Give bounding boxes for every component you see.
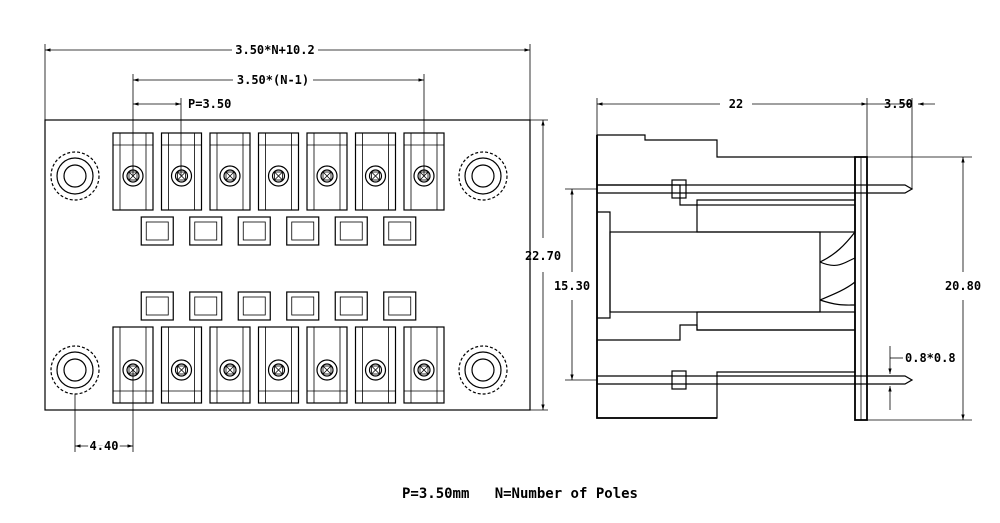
window-top-1 [140,216,174,246]
dim-overall-width: 3.50*N+10.2 [44,43,531,120]
window-bottom-1 [140,291,174,321]
front-windows [140,216,417,321]
dim-height: 22.70 [525,119,561,411]
window-bottom-5 [334,291,368,321]
window-bottom-6 [383,291,417,321]
front-poles [112,132,445,404]
cavity-upper [696,204,856,233]
pole-top-5 [306,132,348,211]
pin-lower [596,375,914,385]
spring-clamp [819,231,856,306]
pole-top-2 [160,132,203,211]
dim-overall-height: 20.80 [867,156,981,421]
dim-span: 3.50*(N-1) [132,73,425,176]
pole-bottom-7 [403,326,445,404]
dim-length: 22 [596,97,868,157]
window-bottom-3 [237,291,271,321]
dim-label-side-pitch: 3.50 [884,97,913,111]
window-bottom-2 [189,291,223,321]
housing-left-wall [596,211,611,319]
dim-pitch: P=3.50 [133,97,231,176]
caption: P=3.50mm N=Number of Poles [402,486,638,502]
dim-label-length: 22 [729,97,743,111]
dim-label-height: 22.70 [525,249,561,263]
dim-flange-offset: 4.40 [74,370,134,455]
dim-label-overall-width: 3.50*N+10.2 [235,43,314,57]
dim-label-pin-section: 0.8*0.8 [905,351,956,365]
pole-bottom-5 [306,326,348,404]
pole-bottom-4 [257,326,300,404]
pole-top-3 [209,132,251,211]
dim-label-overall-height: 20.80 [945,279,981,293]
housing-outline [596,135,717,419]
dim-side-pitch: 3.50 [867,97,935,189]
front-body-outline [44,119,531,411]
dim-label-flange-offset: 4.40 [90,439,119,453]
dim-pin-spacing: 15.30 [554,188,597,381]
pin-upper [596,184,914,194]
side-view: 22 3.50 15.30 20.80 [554,97,981,421]
dim-pin-section: 0.8*0.8 [888,346,956,410]
mounting-flange-bottom-right [458,345,508,395]
mounting-flange-top-right [458,151,508,201]
pole-bottom-6 [354,326,397,404]
mounting-flange-bottom-left [50,345,100,395]
front-view: 3.50*N+10.2 3.50*(N-1) P=3.50 22.70 [44,43,561,455]
dim-label-pin-spacing: 15.30 [554,279,590,293]
window-top-6 [383,216,417,246]
pole-top-4 [257,132,300,211]
pole-bottom-3 [209,326,251,404]
window-top-5 [334,216,368,246]
mounting-flange-top-left [50,151,100,201]
window-top-2 [189,216,223,246]
window-bottom-4 [286,291,320,321]
dim-label-pitch: P=3.50 [188,97,231,111]
housing-bottom-section [596,324,856,419]
window-top-3 [237,216,271,246]
window-top-4 [286,216,320,246]
housing-top-section [596,134,856,206]
dim-label-span: 3.50*(N-1) [237,73,309,87]
cavity-lower [696,311,856,331]
wire-cavity [609,231,821,313]
pole-bottom-2 [160,326,203,404]
pole-top-6 [354,132,397,211]
